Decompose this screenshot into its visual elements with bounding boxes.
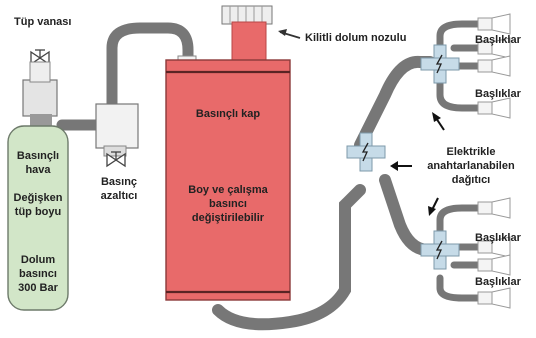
heads-label-1: Başlıklar bbox=[475, 34, 521, 46]
hoses bbox=[56, 20, 482, 331]
heads-label-4: Başlıklar bbox=[475, 276, 521, 288]
distributor-label-2: anahtarlanabilen bbox=[427, 160, 515, 172]
heads-bottom bbox=[477, 197, 511, 309]
air-cylinder bbox=[7, 79, 69, 311]
cylinder-label-7: 300 Bar bbox=[18, 282, 58, 294]
nozzle-arrow bbox=[278, 29, 301, 39]
heads-label-3: Başlıklar bbox=[475, 232, 521, 244]
regulator-label-1: Basınç bbox=[100, 176, 138, 188]
cylinder-label-4: tüp boyu bbox=[14, 206, 62, 218]
pressure-regulator bbox=[95, 103, 139, 157]
vessel-label-1: Basınçlı kap bbox=[195, 108, 261, 120]
cylinder-label-1: Basınçlı bbox=[16, 150, 60, 162]
distributor-label-3: dağıtıcı bbox=[451, 174, 491, 186]
nozzle-label: Kilitli dolum nozulu bbox=[305, 32, 407, 44]
cylinder-label-5: Dolum bbox=[20, 254, 56, 266]
vessel-label-4: değiştirilebilir bbox=[191, 212, 265, 224]
distributor-label-1: Elektrikle bbox=[446, 146, 496, 158]
heads-top bbox=[477, 13, 511, 119]
cylinder-label-2: hava bbox=[25, 164, 51, 176]
cylinder-valve-body bbox=[29, 61, 51, 83]
cylinder-label-3: Değişken bbox=[13, 192, 63, 204]
heads-label-2: Başlıklar bbox=[475, 88, 521, 100]
valve-label: Tüp vanası bbox=[14, 16, 72, 28]
vessel-label-3: basıncı bbox=[209, 198, 247, 210]
vessel-label-2: Boy ve çalışma bbox=[188, 184, 268, 196]
cylinder-label-6: basıncı bbox=[19, 268, 57, 280]
pressure-vessel bbox=[165, 5, 291, 301]
regulator-label-2: azaltıcı bbox=[100, 190, 138, 202]
distributor-arrows bbox=[390, 112, 445, 216]
